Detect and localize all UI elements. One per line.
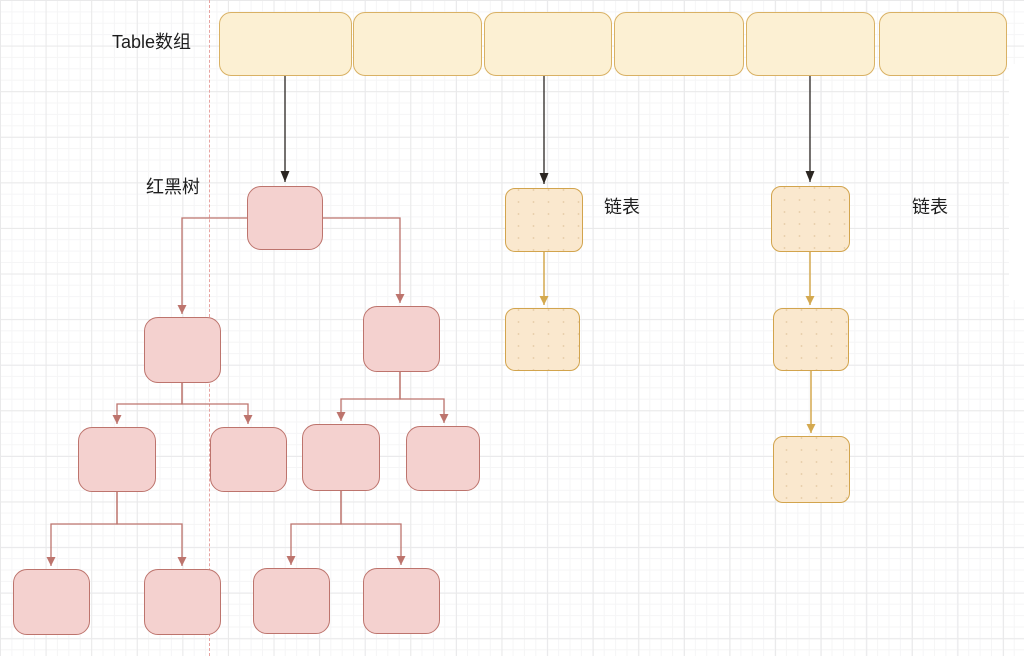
table-cell-0[interactable] [219, 12, 352, 76]
tree-leaf-3[interactable] [363, 568, 440, 634]
arrowhead-down [177, 305, 187, 314]
arrowhead-down [243, 415, 253, 424]
arrowhead-down [336, 412, 346, 421]
edge-red-5[interactable] [112, 383, 183, 424]
list1-node-0[interactable] [505, 188, 583, 252]
list1-node-1[interactable] [505, 308, 580, 371]
arrowhead-down [539, 296, 549, 305]
edge-red-4[interactable] [323, 217, 405, 303]
list2-node-0[interactable] [771, 186, 850, 252]
red-black-tree-label: 红黑树 [146, 177, 200, 197]
edge-red-3[interactable] [177, 217, 248, 314]
edge-red-6[interactable] [181, 383, 253, 424]
linked-list-label-left: 链表 [604, 197, 640, 217]
edge-gold-15[interactable] [806, 371, 816, 433]
table-cell-5[interactable] [879, 12, 1007, 76]
edge-red-12[interactable] [340, 491, 406, 565]
table-cell-1[interactable] [353, 12, 482, 76]
edge-black-2[interactable] [805, 76, 815, 182]
tree-node-root[interactable] [247, 186, 323, 250]
arrowhead-down [286, 556, 296, 565]
tree-node-right-right[interactable] [406, 426, 480, 491]
tree-leaf-0[interactable] [13, 569, 90, 635]
edge-red-9[interactable] [46, 492, 118, 566]
edge-red-11[interactable] [286, 491, 342, 565]
arrowhead-down [805, 171, 815, 182]
tree-leaf-2[interactable] [253, 568, 330, 634]
arrowhead-down [280, 171, 290, 182]
table-cell-2[interactable] [484, 12, 612, 76]
edge-gold-13[interactable] [539, 252, 549, 305]
list2-node-1[interactable] [773, 308, 849, 371]
edge-red-7[interactable] [336, 372, 401, 421]
table-cell-3[interactable] [614, 12, 744, 76]
tree-node-left-right[interactable] [210, 427, 287, 492]
linked-list-label-right: 链表 [912, 197, 948, 217]
arrowhead-down [46, 557, 56, 566]
page-edge [1009, 64, 1024, 300]
arrowhead-down [806, 424, 816, 433]
tree-node-left-left[interactable] [78, 427, 156, 492]
tree-node-right-left[interactable] [302, 424, 380, 491]
arrowhead-down [396, 556, 406, 565]
tree-node-right[interactable] [363, 306, 440, 372]
arrowhead-down [805, 296, 815, 305]
arrowhead-down [395, 294, 405, 303]
arrowhead-down [439, 414, 449, 423]
table-cell-4[interactable] [746, 12, 875, 76]
edge-red-8[interactable] [399, 372, 449, 423]
arrowhead-down [177, 557, 187, 566]
edge-red-10[interactable] [116, 492, 187, 566]
list2-node-2[interactable] [773, 436, 850, 503]
table-array-label: Table数组 [112, 32, 192, 52]
arrowhead-down [112, 415, 122, 424]
arrowhead-down [539, 173, 549, 184]
edge-black-1[interactable] [539, 76, 549, 184]
edge-gold-14[interactable] [805, 252, 815, 305]
edge-black-0[interactable] [280, 76, 290, 182]
tree-leaf-1[interactable] [144, 569, 221, 635]
tree-node-left[interactable] [144, 317, 221, 383]
